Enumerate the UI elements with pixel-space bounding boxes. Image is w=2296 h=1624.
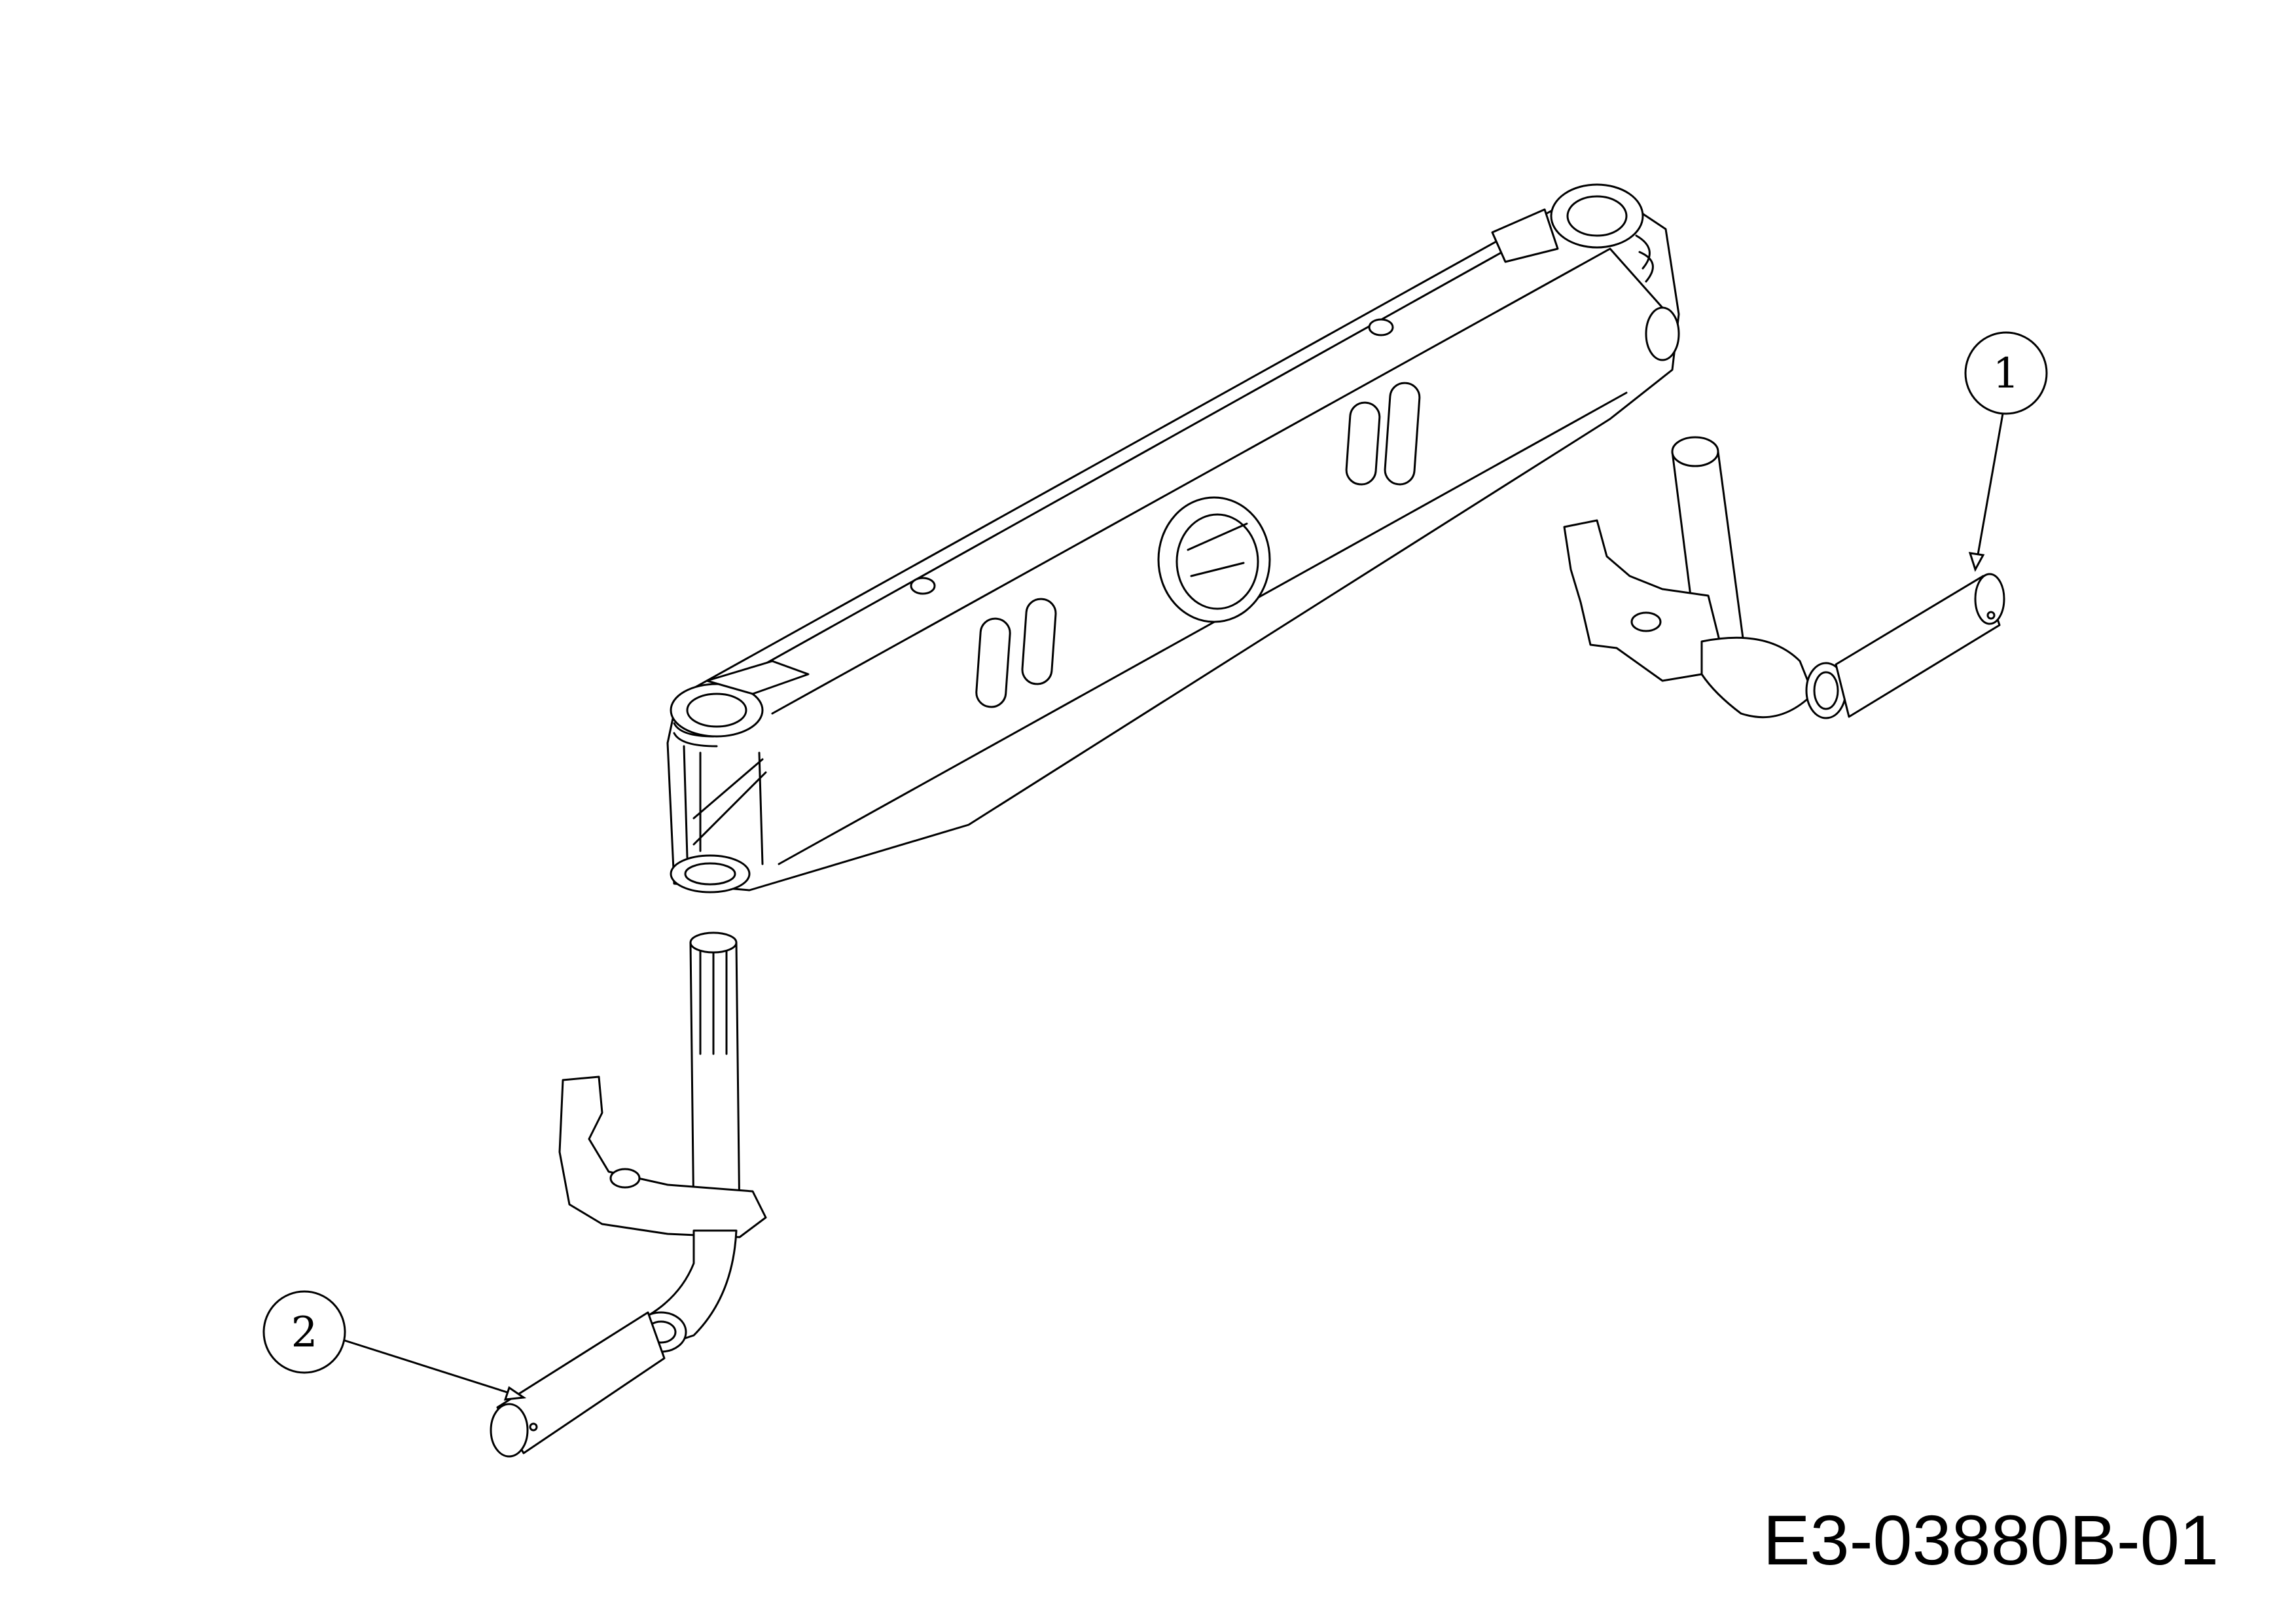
callout-2: 2 bbox=[262, 1290, 527, 1401]
callout-1: 1 bbox=[1964, 331, 2048, 572]
drawing-code: E3-03880B-01 bbox=[1763, 1500, 2219, 1579]
front-axle-beam bbox=[666, 183, 1680, 893]
spindle-left bbox=[490, 931, 767, 1458]
callout-2-number: 2 bbox=[291, 1308, 318, 1357]
spindle-right bbox=[1563, 436, 2005, 719]
callout-1-number: 1 bbox=[1993, 350, 2020, 398]
